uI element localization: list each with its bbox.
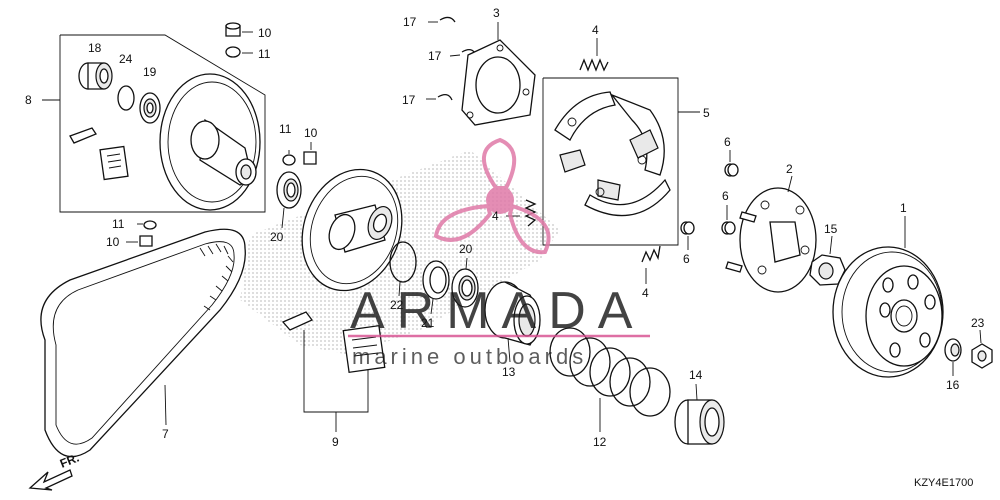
part-7-drive-belt [40,228,246,458]
part-4-spring-low [641,245,661,263]
label-15: 15 [824,222,838,236]
part-14-collar [674,399,725,445]
driven-instruction-card [342,324,386,374]
label-6-b: 6 [722,189,729,203]
part-15-nut [809,254,846,286]
bolt-10-mid [303,151,317,165]
part-13-collar [484,281,541,346]
label-13: 13 [502,365,516,379]
label-4-top: 4 [592,23,599,37]
watermark-brand: ARMADA [350,282,644,340]
bolt-10-low [139,235,153,247]
part-17-clip-a [439,16,456,23]
label-9: 9 [332,435,339,449]
label-17-c: 17 [402,93,416,107]
label-7: 7 [162,427,169,441]
drive-face-group [42,34,266,213]
pin-piece [281,311,314,331]
label-8: 8 [25,93,32,107]
instruction-card [99,145,129,181]
part-20-oil-seal-right [451,268,479,308]
label-18: 18 [88,41,102,55]
watermark-tagline: marine outboards [352,344,587,369]
label-21: 21 [421,316,435,330]
slider-piece [69,127,97,144]
label-12: 12 [593,435,607,449]
part-2-drive-plate [725,187,817,293]
label-24: 24 [119,52,133,66]
label-11: 11 [258,47,271,61]
direction-label: FR. [58,451,81,471]
label-14: 14 [689,368,703,382]
part-6-collar-a [724,163,739,177]
label-19: 19 [143,65,157,79]
bolt-10-top [225,22,241,37]
label-10-mid: 10 [304,126,318,140]
watermark-logo [433,137,551,255]
nut-11-low [143,220,157,230]
nut-11-top [225,46,241,58]
label-20-right: 20 [459,242,473,256]
label-23: 23 [971,316,985,330]
label-20-left: 20 [270,230,284,244]
part-6-collar-c [680,221,695,235]
dotted-shading [240,150,560,355]
label-11-mid: 11 [279,122,292,136]
part-5-clutch-shoes [554,91,671,217]
part-19-bearing [139,92,161,124]
label-4-mid: 4 [492,209,499,223]
label-22: 22 [390,298,404,312]
part-6-collar-b [721,221,736,235]
label-2: 2 [786,162,793,176]
label-17-b: 17 [428,49,442,63]
part-12-spring [549,327,671,417]
label-11-low: 11 [112,217,125,231]
label-5: 5 [703,106,710,120]
part-20-oil-seal-left [276,171,302,209]
label-4-low: 4 [642,286,649,300]
label-10-low: 10 [106,235,120,249]
label-3: 3 [493,6,500,20]
part-23-nut [971,343,993,369]
label-17-a: 17 [403,15,417,29]
part-17-clip-c [437,93,453,101]
part-3-clutch-plate [461,39,536,126]
diagram-code: KZY4E1700 [914,477,973,489]
label-6-c: 6 [683,252,690,266]
part-21-oil-seal [422,260,450,300]
part-24-circlip [117,85,135,111]
part-8-drive-face [159,73,261,211]
nut-11-mid [282,154,296,166]
front-direction-arrow [28,469,73,491]
part-16-washer [944,338,962,362]
part-9-driven-pulley [301,168,403,292]
part-4-spring-mid [524,199,537,227]
part-22-o-ring [389,241,417,283]
label-10: 10 [258,26,272,40]
label-1: 1 [900,201,907,215]
part-18-bearing [78,62,113,90]
label-16: 16 [946,378,960,392]
part-1-clutch-outer [832,246,944,378]
label-6-a: 6 [724,135,731,149]
part-4-spring-top [579,58,609,72]
